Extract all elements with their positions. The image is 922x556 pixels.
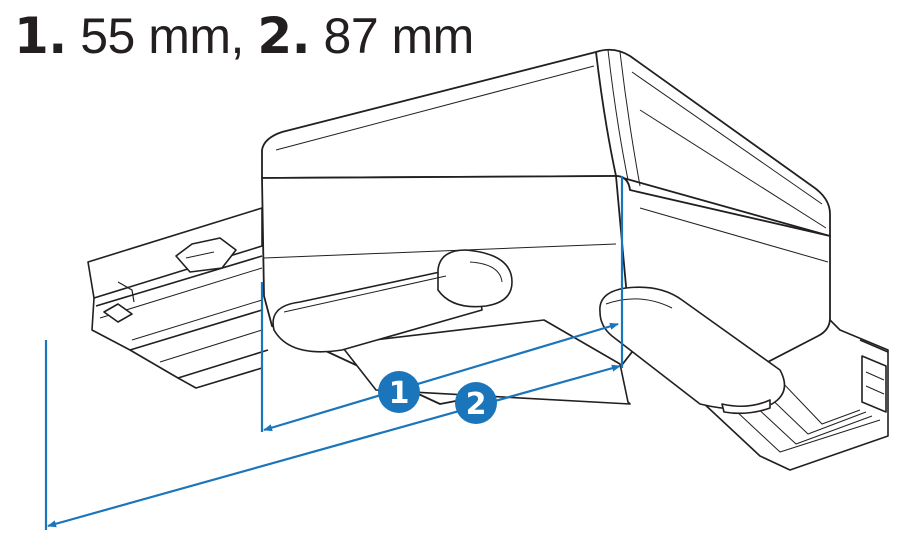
badge-1-label: 1 <box>389 376 410 411</box>
left-track-rail <box>87 207 269 389</box>
dimension-2-number: 2. <box>257 7 311 65</box>
dimension-lines <box>44 176 624 530</box>
badge-1: 1 <box>378 371 420 413</box>
badge-2: 2 <box>455 382 497 424</box>
dimension-1-number: 1. <box>14 7 67 65</box>
dimension-2-line <box>47 364 621 528</box>
badge-1-circle <box>378 371 420 413</box>
badge-2-circle <box>455 382 497 424</box>
dimension-1-value: 55 mm, <box>80 8 244 64</box>
dimension-2-value: 87 mm <box>323 8 475 64</box>
dimensions-heading: 1. 55 mm, 2. 87 mm <box>14 6 474 66</box>
badge-2-label: 2 <box>466 387 487 422</box>
right-track-rail <box>699 319 889 471</box>
